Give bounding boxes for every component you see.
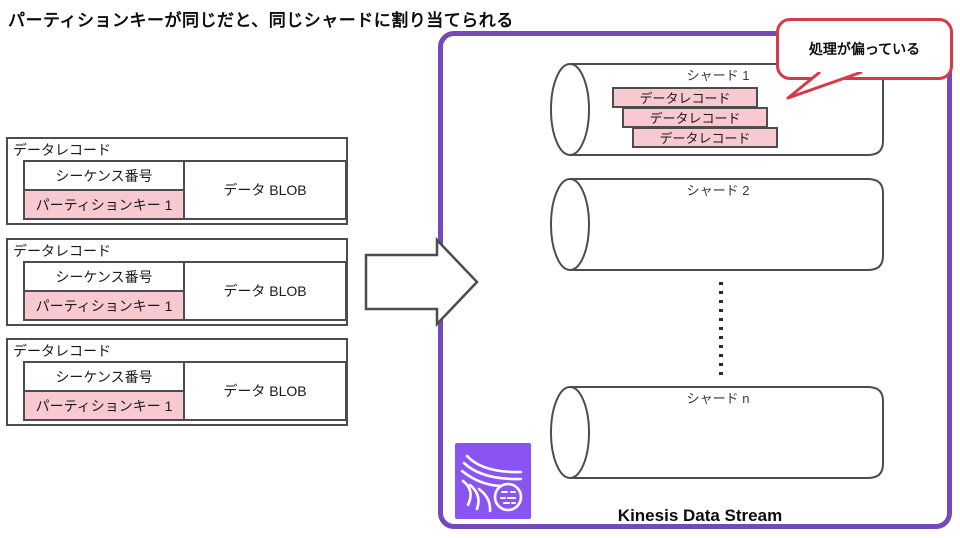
stream-caption: Kinesis Data Stream <box>617 506 783 525</box>
data-record-box-1: データレコード シーケンス番号 パーティションキー 1 データ BLOB <box>6 137 348 225</box>
cylinder-shape <box>550 386 884 479</box>
ellipsis-dots <box>719 282 723 377</box>
data-record-box-3: データレコード シーケンス番号 パーティションキー 1 データ BLOB <box>6 338 348 426</box>
shard-2-label: シャード 2 <box>686 183 750 198</box>
data-record-table: シーケンス番号 パーティションキー 1 データ BLOB <box>23 361 347 421</box>
data-blob-cell: データ BLOB <box>185 363 345 419</box>
sequence-number-cell: シーケンス番号 <box>25 263 183 292</box>
shard-data-record: データレコード <box>622 107 768 128</box>
callout-tail <box>786 72 863 100</box>
data-record-table: シーケンス番号 パーティションキー 1 データ BLOB <box>23 160 347 220</box>
partition-key-cell: パーティションキー 1 <box>25 292 183 319</box>
page-title: パーティションキーが同じだと、同じシャードに割り当てられる <box>8 11 514 30</box>
flow-arrow-icon <box>364 236 479 328</box>
sequence-number-cell: シーケンス番号 <box>25 363 183 392</box>
shard-n-label: シャード n <box>686 391 750 406</box>
data-blob-cell: データ BLOB <box>185 162 345 218</box>
data-blob-cell: データ BLOB <box>185 263 345 319</box>
cylinder-shape <box>550 178 884 271</box>
sequence-number-cell: シーケンス番号 <box>25 162 183 191</box>
shard-data-record: データレコード <box>612 87 758 108</box>
data-record-table: シーケンス番号 パーティションキー 1 データ BLOB <box>23 261 347 321</box>
shard-n-cylinder: シャード n <box>548 384 888 481</box>
kinesis-icon <box>455 443 531 519</box>
callout-bubble: 処理が偏っている <box>776 18 953 80</box>
shard-data-record: データレコード <box>632 127 778 148</box>
shard-1-label: シャード 1 <box>686 68 750 83</box>
data-record-label: データレコード <box>13 343 111 359</box>
partition-key-cell: パーティションキー 1 <box>25 191 183 218</box>
data-record-box-2: データレコード シーケンス番号 パーティションキー 1 データ BLOB <box>6 238 348 326</box>
data-record-label: データレコード <box>13 142 111 158</box>
data-record-label: データレコード <box>13 243 111 259</box>
shard-2-cylinder: シャード 2 <box>548 176 888 273</box>
partition-key-cell: パーティションキー 1 <box>25 392 183 419</box>
